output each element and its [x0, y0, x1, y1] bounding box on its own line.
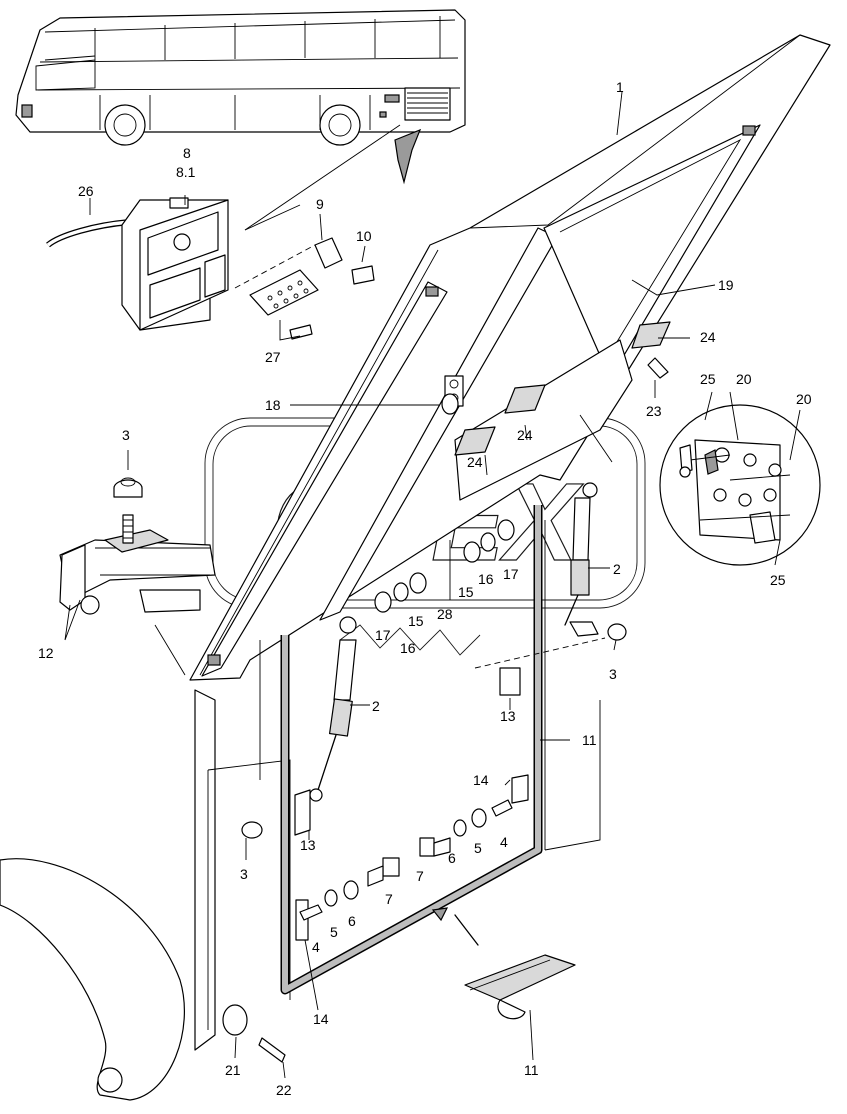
label-24: 24 — [517, 427, 533, 443]
label-24: 24 — [700, 329, 716, 345]
label-22: 22 — [276, 1082, 292, 1098]
label-24: 24 — [467, 454, 483, 470]
bus-overview — [15, 9, 466, 185]
lock-assembly — [46, 124, 401, 340]
label-5: 5 — [474, 840, 482, 856]
label-4: 4 — [500, 834, 508, 850]
part-labels: 1 19 24 23 25 20 20 25 18 24 24 3 12 2 1… — [38, 79, 812, 1098]
label-2: 2 — [372, 698, 380, 714]
label-6: 6 — [348, 913, 356, 929]
label-8: 8 — [183, 145, 191, 161]
label-12: 12 — [38, 645, 54, 661]
label-7: 7 — [416, 868, 424, 884]
label-11: 11 — [582, 732, 597, 748]
label-23: 23 — [646, 403, 662, 419]
label-3: 3 — [122, 427, 130, 443]
label-9: 9 — [316, 196, 324, 212]
label-3: 3 — [240, 866, 248, 882]
label-18: 18 — [265, 397, 281, 413]
label-20: 20 — [736, 371, 752, 387]
label-14: 14 — [473, 772, 489, 788]
door-seal — [280, 505, 576, 1020]
label-27: 27 — [265, 349, 281, 365]
label-21: 21 — [225, 1062, 241, 1078]
label-19: 19 — [718, 277, 734, 293]
brackets — [294, 637, 606, 941]
label-15: 15 — [408, 613, 424, 629]
label-13: 13 — [500, 708, 516, 724]
label-16: 16 — [478, 571, 494, 587]
detail-view — [659, 404, 821, 566]
label-11: 11 — [524, 1062, 539, 1078]
body-frame — [0, 520, 601, 1101]
label-2: 2 — [613, 561, 621, 577]
label-3: 3 — [609, 666, 617, 682]
label-1: 1 — [616, 79, 624, 95]
fasteners — [222, 357, 669, 1063]
label-10: 10 — [356, 228, 372, 244]
label-25: 25 — [700, 371, 716, 387]
label-15: 15 — [458, 584, 474, 600]
hatch-door — [189, 34, 831, 681]
label-26: 26 — [78, 183, 94, 199]
label-4: 4 — [312, 939, 320, 955]
label-17: 17 — [375, 627, 391, 643]
label-17: 17 — [503, 566, 519, 582]
hinge-assembly — [59, 477, 216, 615]
leader-lines — [64, 91, 801, 1079]
label-5: 5 — [330, 924, 338, 940]
label-25: 25 — [770, 572, 786, 588]
label-6: 6 — [448, 850, 456, 866]
label-14: 14 — [313, 1011, 329, 1027]
label-28: 28 — [437, 606, 453, 622]
gas-strut-right — [564, 482, 599, 637]
gas-strut-left — [309, 616, 357, 802]
view-arrow-icon — [394, 128, 422, 185]
label-8-1: 8.1 — [176, 164, 196, 180]
label-7: 7 — [385, 891, 393, 907]
label-16: 16 — [400, 640, 416, 656]
label-13: 13 — [300, 837, 316, 853]
label-20: 20 — [796, 391, 812, 407]
